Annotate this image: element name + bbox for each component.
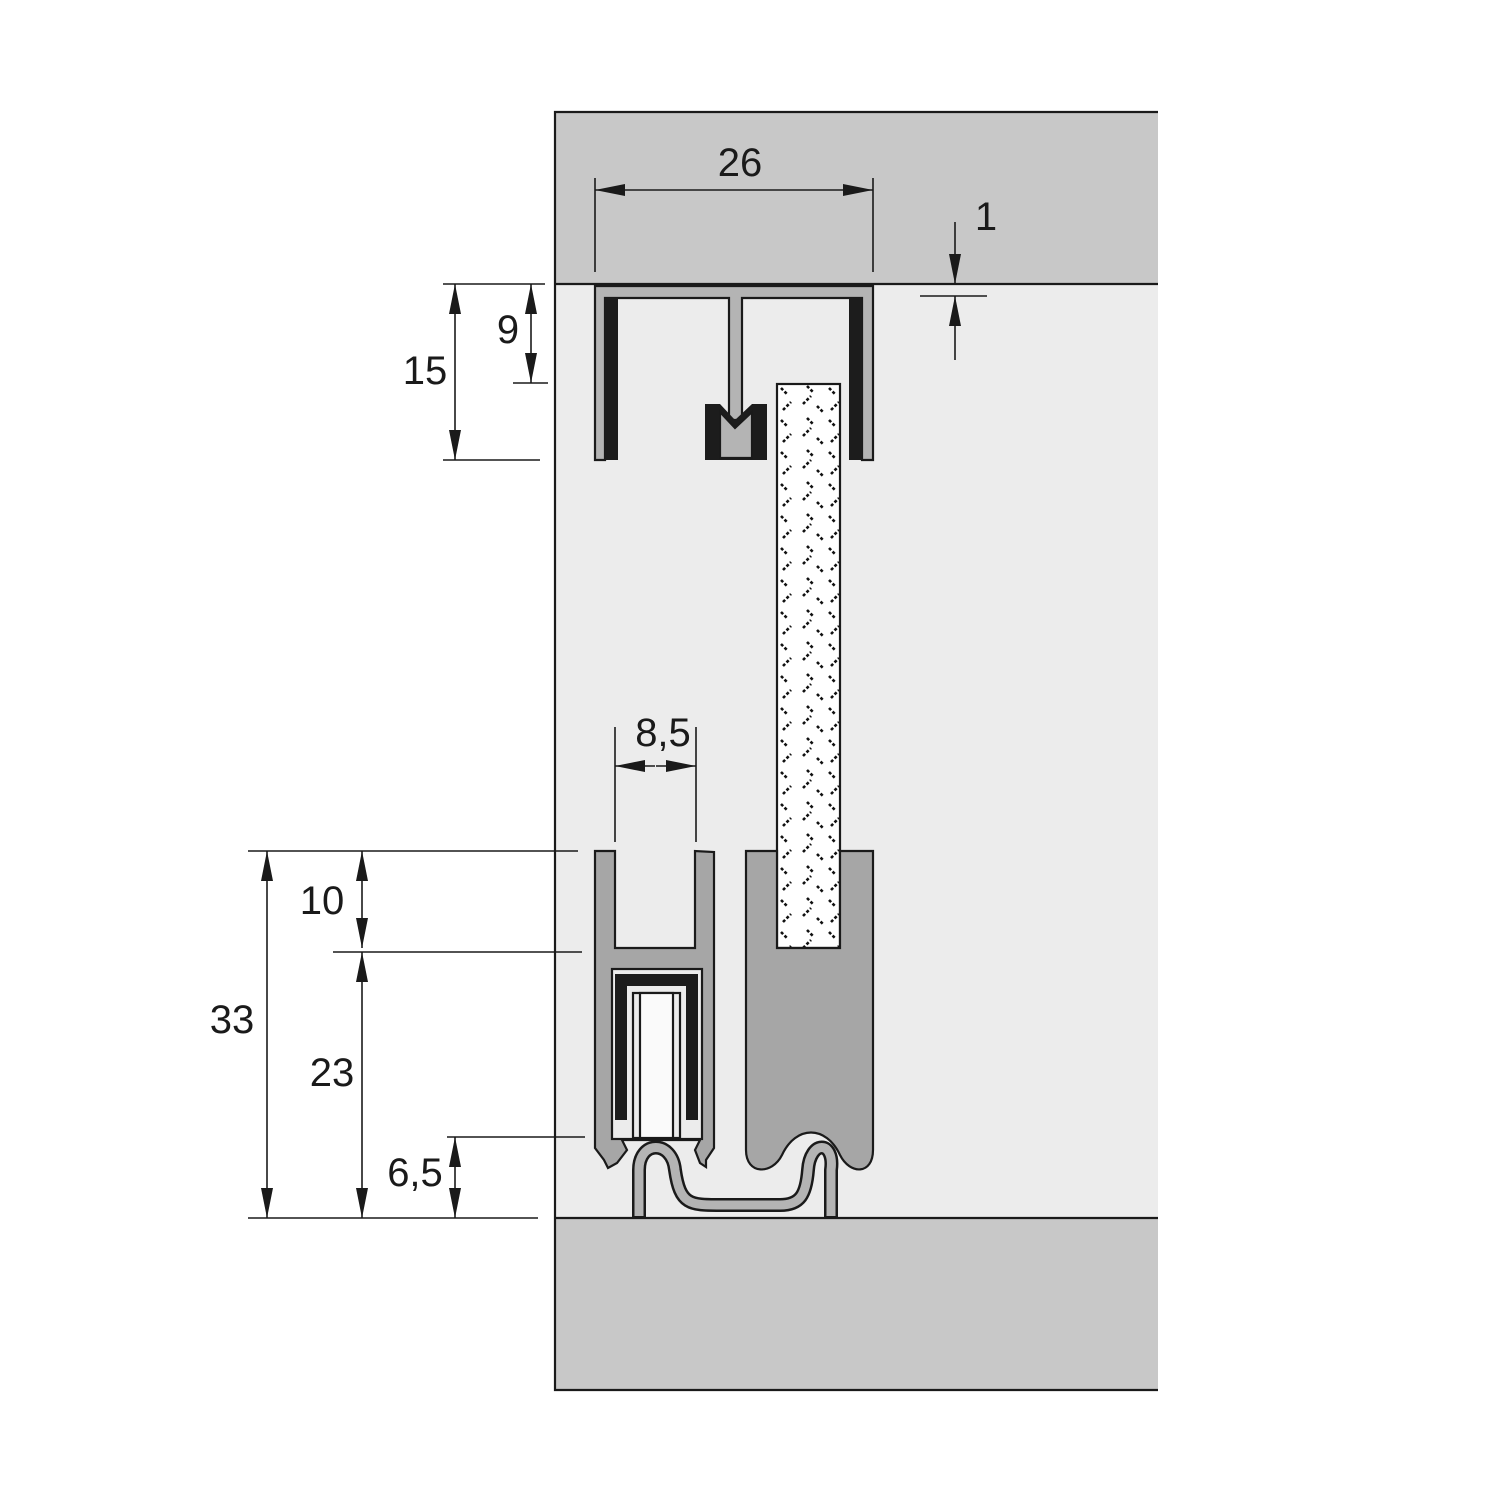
structure-outline bbox=[553, 110, 1158, 1392]
dimension-label: 6,5 bbox=[387, 1151, 443, 1195]
door-panel bbox=[775, 382, 842, 950]
dimension-label: 33 bbox=[210, 998, 255, 1042]
dimension-label: 9 bbox=[497, 308, 519, 352]
dimension-bottom-channel-width: 8,5 bbox=[614, 711, 697, 842]
dimension-top-gap: 1 bbox=[920, 195, 997, 360]
dimension-label: 8,5 bbox=[635, 711, 691, 755]
bottom-guide-profile bbox=[593, 849, 716, 1170]
dimension-bottom-lower-height: 23 bbox=[310, 952, 368, 1218]
dimension-label: 23 bbox=[310, 1051, 355, 1095]
dimension-top-rail-height: 15 bbox=[403, 283, 545, 461]
dimension-bottom-total-height: 33 bbox=[210, 851, 538, 1219]
dimension-bottom-track-height: 6,5 bbox=[387, 1136, 585, 1218]
dimension-label: 10 bbox=[300, 879, 345, 923]
dimension-top-rail-inner-depth: 9 bbox=[497, 284, 548, 384]
dimension-bottom-channel-depth: 10 bbox=[248, 850, 582, 953]
floor-block bbox=[555, 1218, 1158, 1390]
ceiling-block bbox=[555, 112, 1158, 284]
dimension-label: 15 bbox=[403, 349, 448, 393]
door-bottom-profile bbox=[744, 849, 875, 1171]
dimension-top-rail-width: 26 bbox=[594, 141, 874, 272]
top-rail-profile bbox=[593, 284, 875, 462]
floor-track bbox=[632, 1140, 839, 1218]
dimension-label: 26 bbox=[718, 141, 763, 185]
dimension-label: 1 bbox=[975, 195, 997, 239]
